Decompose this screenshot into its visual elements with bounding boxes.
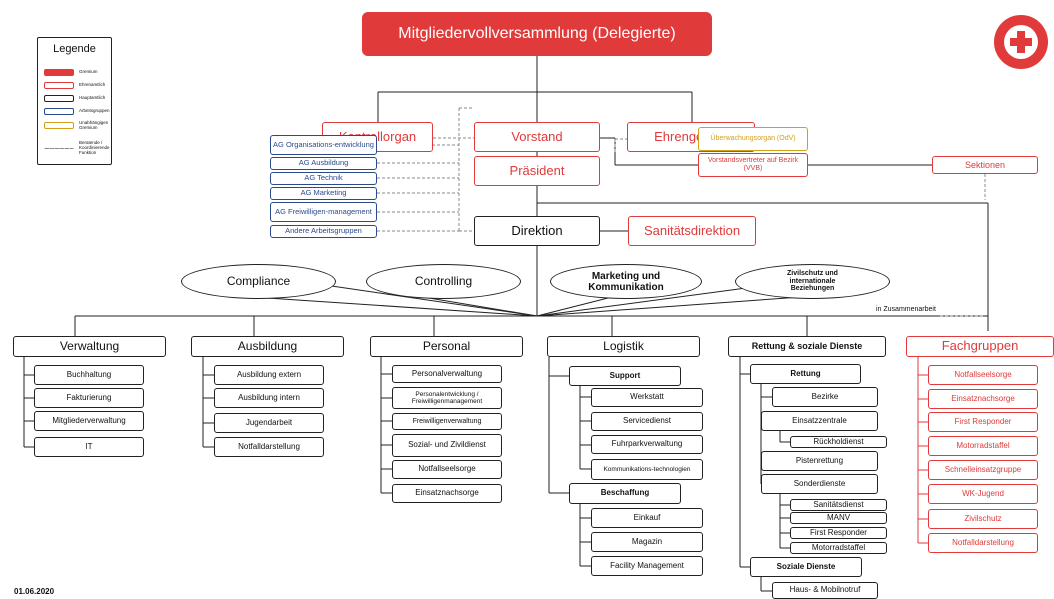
dept-rettung-soziale-dienste[interactable]: Rettung & soziale Dienste bbox=[728, 336, 886, 357]
rettung-item[interactable]: Sonderdienste bbox=[761, 474, 878, 494]
legend-swatch bbox=[44, 122, 74, 130]
dept-fachgruppen[interactable]: Fachgruppen bbox=[906, 336, 1054, 357]
fachgruppe-item[interactable]: Notfalldarstellung bbox=[928, 533, 1038, 553]
legend-row-arbeitsgruppen: Arbeitsgruppen bbox=[44, 108, 110, 115]
verwaltung-item[interactable]: Mitgliederverwaltung bbox=[34, 411, 144, 431]
legend-row-unabhaengig: Unabhängiges Gremium bbox=[44, 120, 109, 131]
legend-swatch bbox=[44, 147, 74, 149]
ag-marketing[interactable]: AG Marketing bbox=[270, 187, 377, 200]
verwaltung-item[interactable]: Buchhaltung bbox=[34, 365, 144, 385]
verwaltung-item[interactable]: Fakturierung bbox=[34, 388, 144, 408]
andere-arbeitsgruppen[interactable]: Andere Arbeitsgruppen bbox=[270, 225, 377, 238]
support-item[interactable]: Fuhrparkverwaltung bbox=[591, 435, 703, 454]
verwaltung-item[interactable]: IT bbox=[34, 437, 144, 457]
dept-ausbildung[interactable]: Ausbildung bbox=[191, 336, 344, 357]
personal-item[interactable]: Einsatznachsorge bbox=[392, 484, 502, 503]
date-label: 01.06.2020 bbox=[14, 587, 55, 596]
fachgruppe-item[interactable]: First Responder bbox=[928, 412, 1038, 432]
compliance-ellipse[interactable]: Compliance bbox=[181, 264, 336, 299]
fachgruppe-item[interactable]: Zivilschutz bbox=[928, 509, 1038, 529]
marketing-ellipse[interactable]: Marketing und Kommunikation bbox=[550, 264, 702, 299]
personal-item[interactable]: Freiwilligenverwaltung bbox=[392, 413, 502, 430]
ausbildung-item[interactable]: Ausbildung extern bbox=[214, 365, 324, 385]
ag-freiwilligenmanagement[interactable]: AG Freiwilligen-management bbox=[270, 202, 377, 222]
legend-row-ehrenamtlich: Ehrenamtlich bbox=[44, 82, 107, 89]
legend-title: Legende bbox=[53, 43, 96, 55]
legend-swatch bbox=[44, 95, 74, 102]
sonder-item[interactable]: Sanitätsdienst bbox=[790, 499, 887, 511]
support-item[interactable]: Servicedienst bbox=[591, 412, 703, 431]
fachgruppe-item[interactable]: WK-Jugend bbox=[928, 484, 1038, 504]
direktion-box[interactable]: Direktion bbox=[474, 216, 600, 246]
ausbildung-item[interactable]: Jugendarbeit bbox=[214, 413, 324, 433]
legend-swatch bbox=[44, 108, 74, 115]
logistik-support[interactable]: Support bbox=[569, 366, 681, 386]
vvb-box[interactable]: Vorstandsvertreter auf Bezirk (VVB) bbox=[698, 153, 808, 177]
legend-label: Hauptamtlich bbox=[79, 95, 106, 101]
sonder-item[interactable]: Motorradstaffel bbox=[790, 542, 887, 554]
ausbildung-item[interactable]: Ausbildung intern bbox=[214, 388, 324, 408]
legend-label: Unabhängiges Gremium bbox=[79, 120, 109, 130]
rettung-item[interactable]: Bezirke bbox=[772, 387, 878, 407]
fachgruppe-item[interactable]: Einsatznachsorge bbox=[928, 389, 1038, 409]
rettung-group[interactable]: Rettung bbox=[750, 364, 861, 384]
sanitaetsdirektion-box[interactable]: Sanitätsdirektion bbox=[628, 216, 756, 246]
sonder-item[interactable]: First Responder bbox=[790, 527, 887, 539]
support-item[interactable]: Kommunikations-technologien bbox=[591, 459, 703, 480]
beschaffung-item[interactable]: Magazin bbox=[591, 532, 703, 552]
collab-label: in Zusammenarbeit bbox=[876, 306, 936, 313]
dept-verwaltung[interactable]: Verwaltung bbox=[13, 336, 166, 357]
fachgruppe-item[interactable]: Schnelleinsatzgruppe bbox=[928, 460, 1038, 480]
legend-label: Arbeitsgruppen bbox=[79, 108, 110, 114]
zivilschutz-ellipse[interactable]: Zivilschutz und internationale Beziehung… bbox=[735, 264, 890, 299]
dept-logistik[interactable]: Logistik bbox=[547, 336, 700, 357]
legend-label: Gremium bbox=[79, 69, 98, 75]
personal-item[interactable]: Sozial- und Zivildienst bbox=[392, 434, 502, 457]
fachgruppe-item[interactable]: Motorradstaffel bbox=[928, 436, 1038, 456]
support-item[interactable]: Werkstatt bbox=[591, 388, 703, 407]
dept-personal[interactable]: Personal bbox=[370, 336, 523, 357]
legend-swatch bbox=[44, 69, 74, 76]
legend: Legende Gremium Ehrenamtlich Hauptamtlic… bbox=[37, 37, 112, 165]
rettung-item[interactable]: Pistenrettung bbox=[761, 451, 878, 471]
beschaffung-item[interactable]: Facility Management bbox=[591, 556, 703, 576]
ag-organisationsentwicklung[interactable]: AG Organisations-entwicklung bbox=[270, 135, 377, 155]
oversight-box[interactable]: Überwachungsorgan (OdV) bbox=[698, 127, 808, 151]
personal-item[interactable]: Personalentwicklung / Freiwilligenmanage… bbox=[392, 387, 502, 409]
praesident-box[interactable]: Präsident bbox=[474, 156, 600, 186]
ag-ausbildung[interactable]: AG Ausbildung bbox=[270, 157, 377, 170]
personal-item[interactable]: Personalverwaltung bbox=[392, 365, 502, 383]
legend-row-beratend: Beratende / Koordinierende Funktion bbox=[44, 140, 110, 156]
sektionen-box[interactable]: Sektionen bbox=[932, 156, 1038, 174]
sonder-item[interactable]: MANV bbox=[790, 512, 887, 524]
beschaffung-item[interactable]: Einkauf bbox=[591, 508, 703, 528]
legend-row-gremium: Gremium bbox=[44, 69, 107, 76]
ag-technik[interactable]: AG Technik bbox=[270, 172, 377, 185]
assembly-box[interactable]: Mitgliedervollversammlung (Delegierte) bbox=[362, 12, 712, 56]
haus-mobilnotruf[interactable]: Haus- & Mobilnotruf bbox=[772, 582, 878, 599]
vorstand-box[interactable]: Vorstand bbox=[474, 122, 600, 152]
legend-row-hauptamtlich: Hauptamtlich bbox=[44, 95, 107, 102]
fachgruppe-item[interactable]: Notfallseelsorge bbox=[928, 365, 1038, 385]
soziale-dienste-group[interactable]: Soziale Dienste bbox=[750, 557, 862, 577]
rettung-item[interactable]: Einsatzzentrale bbox=[761, 411, 878, 431]
controlling-ellipse[interactable]: Controlling bbox=[366, 264, 521, 299]
ausbildung-item[interactable]: Notfalldarstellung bbox=[214, 437, 324, 457]
rettung-subitem[interactable]: Rückholdienst bbox=[790, 436, 887, 448]
legend-label: Beratende / Koordinierende Funktion bbox=[79, 140, 110, 155]
legend-swatch bbox=[44, 82, 74, 89]
personal-item[interactable]: Notfallseelsorge bbox=[392, 460, 502, 479]
legend-label: Ehrenamtlich bbox=[79, 82, 106, 88]
red-cross-logo bbox=[993, 14, 1049, 70]
logistik-beschaffung[interactable]: Beschaffung bbox=[569, 483, 681, 504]
